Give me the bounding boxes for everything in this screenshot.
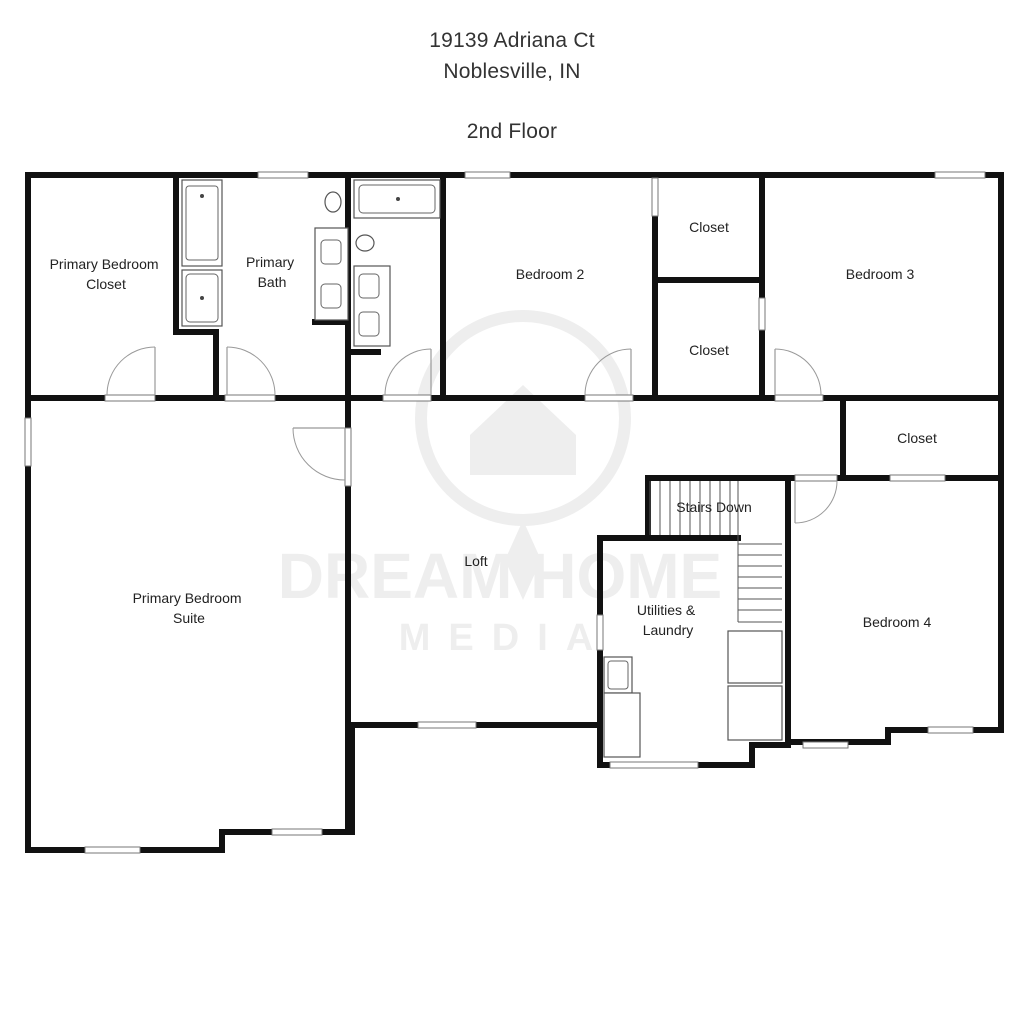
floor-title: 2nd Floor — [466, 120, 558, 143]
label-bedroom-2: Bedroom 2 — [516, 266, 585, 282]
toilet-icon — [355, 234, 375, 252]
address-line-2: Noblesville, IN — [443, 60, 581, 83]
watermark-text-bottom: MEDIA — [399, 617, 611, 659]
windows — [24, 171, 986, 854]
laundry-fixtures — [603, 630, 783, 758]
watermark-text-top: DREAM HOME — [278, 540, 722, 612]
label-loft: Loft — [464, 553, 487, 569]
toilet-icon — [324, 191, 342, 213]
label-bedroom-4: Bedroom 4 — [863, 614, 932, 630]
address-line-1: 19139 Adriana Ct — [429, 29, 595, 52]
label-primary-bedroom-closet: Primary Bedroom Closet — [50, 256, 163, 292]
washer-icon — [727, 630, 783, 684]
counter-icon — [603, 692, 641, 758]
label-bedroom-3: Bedroom 3 — [846, 266, 915, 282]
label-stairs-down: Stairs Down — [676, 499, 751, 515]
label-primary-bath: Primary Bath — [246, 254, 298, 290]
label-closet-top: Closet — [689, 219, 729, 235]
label-closet-right: Closet — [897, 430, 937, 446]
watermark-logo: DREAM HOME MEDIA — [278, 310, 722, 659]
stairs — [645, 475, 782, 623]
label-utilities-laundry: Utilities & Laundry — [637, 602, 699, 638]
exterior-wall — [25, 172, 1004, 853]
label-primary-bedroom-suite: Primary Bedroom Suite — [133, 590, 246, 626]
bath-fixtures — [181, 179, 441, 347]
doors — [106, 346, 838, 524]
dryer-icon — [727, 685, 783, 741]
label-closet-middle: Closet — [689, 342, 729, 358]
